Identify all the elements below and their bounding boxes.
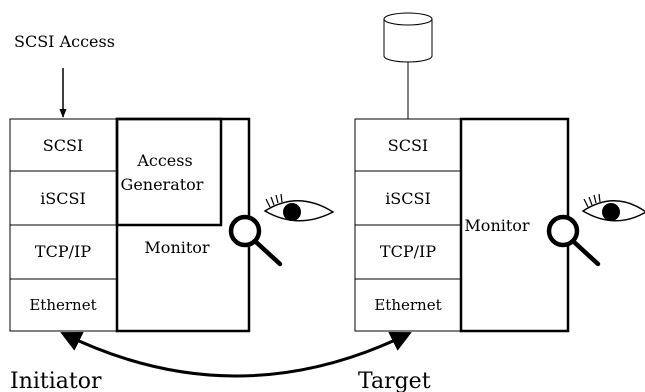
target-layer-iscsi: [354, 170, 462, 226]
initiator-scsi-label: SCSI: [43, 136, 83, 155]
target-tcpip-label: TCP/IP: [380, 242, 436, 261]
access-generator-label-2: Generator: [121, 175, 204, 194]
initiator-ethernet-label: Ethernet: [29, 296, 96, 314]
target-caption: Target: [358, 369, 431, 392]
target-layer-scsi: [354, 118, 462, 172]
magnifier-icon: [228, 214, 283, 267]
magnifier-icon: [546, 214, 601, 267]
target-stack: SCSI iSCSI TCP/IP Ethernet: [354, 118, 462, 332]
initiator-tcpip-label: TCP/IP: [35, 242, 91, 261]
network-link-arrow: [60, 331, 412, 378]
target-scsi-label: SCSI: [388, 136, 428, 155]
scsi-access-label: SCSI Access: [14, 32, 115, 51]
target-ethernet-label: Ethernet: [374, 296, 441, 314]
target-layer-ethernet: [354, 278, 462, 332]
target-monitor-label: Monitor: [464, 216, 530, 235]
target-iscsi-label: iSCSI: [385, 189, 431, 208]
initiator-stack: SCSI iSCSI TCP/IP Ethernet: [9, 118, 118, 332]
access-generator-box: [115, 117, 223, 227]
eye-icon: [581, 193, 645, 222]
eye-icon: [263, 193, 335, 222]
access-generator-label-1: Access: [136, 151, 192, 170]
initiator-iscsi-label: iSCSI: [40, 189, 86, 208]
initiator-monitor-label: Monitor: [144, 238, 210, 257]
disk-icon: [383, 12, 433, 63]
initiator-layer-iscsi: [9, 170, 118, 226]
initiator-caption: Initiator: [10, 369, 102, 392]
